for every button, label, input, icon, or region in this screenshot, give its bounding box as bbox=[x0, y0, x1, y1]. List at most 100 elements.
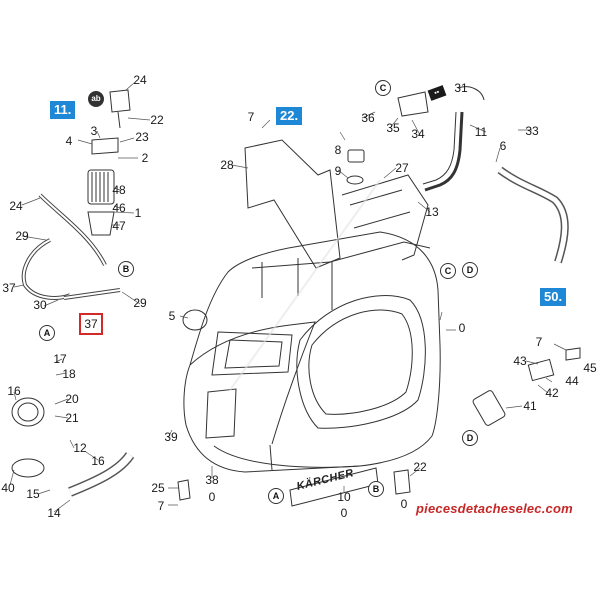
part-number[interactable]: 5 bbox=[168, 309, 176, 323]
cover-panel bbox=[244, 139, 341, 269]
cap-5 bbox=[182, 309, 208, 331]
hose-50 bbox=[497, 166, 569, 264]
part-number[interactable]: 45 bbox=[583, 361, 597, 375]
watermark bbox=[229, 179, 381, 391]
part-number[interactable]: 8 bbox=[334, 143, 342, 157]
part-number[interactable]: 0 bbox=[340, 506, 348, 520]
part-number[interactable]: 37 bbox=[2, 281, 16, 295]
part-number[interactable]: 47 bbox=[112, 219, 126, 233]
part-number[interactable]: 22 bbox=[150, 113, 164, 127]
part-45 bbox=[565, 347, 581, 361]
part-number[interactable]: 30 bbox=[33, 298, 47, 312]
part-number[interactable]: 6 bbox=[499, 139, 507, 153]
part-number[interactable]: 10 bbox=[337, 490, 351, 504]
part-number[interactable]: 23 bbox=[135, 130, 149, 144]
part-44 bbox=[527, 358, 555, 382]
part-number[interactable]: 28 bbox=[220, 158, 234, 172]
filter-stripes bbox=[91, 172, 109, 202]
part-number[interactable]: 4 bbox=[65, 134, 73, 148]
part-number[interactable]: 31 bbox=[454, 81, 468, 95]
section-label-50: 50. bbox=[540, 288, 567, 306]
part-number[interactable]: 2 bbox=[141, 151, 149, 165]
part-number[interactable]: 29 bbox=[133, 296, 147, 310]
part-number[interactable]: 24 bbox=[133, 73, 147, 87]
part-number[interactable]: 24 bbox=[9, 199, 23, 213]
part-number[interactable]: 38 bbox=[205, 473, 219, 487]
part-number[interactable]: 34 bbox=[411, 127, 425, 141]
tank-handle-inner bbox=[224, 339, 283, 369]
hose-left-upper bbox=[38, 193, 107, 266]
callout-C-right: C bbox=[440, 263, 456, 279]
part-number[interactable]: 11 bbox=[474, 125, 488, 139]
part-number[interactable]: 16 bbox=[7, 384, 21, 398]
tank-inner-wall bbox=[261, 258, 333, 310]
tank-side-slot bbox=[205, 388, 237, 439]
hose-50-inner bbox=[498, 167, 568, 263]
callout-ab: ab bbox=[88, 91, 104, 107]
bracket-34 bbox=[397, 91, 429, 117]
part-number[interactable]: 33 bbox=[525, 124, 539, 138]
part-number[interactable]: 0 bbox=[458, 321, 466, 335]
highlight-box-37 bbox=[79, 313, 103, 335]
tank-base bbox=[213, 444, 361, 471]
part-number[interactable]: 1 bbox=[134, 206, 142, 220]
part-number[interactable]: 20 bbox=[65, 392, 79, 406]
callout-D-right: D bbox=[462, 262, 478, 278]
part-8 bbox=[347, 149, 365, 163]
part-number[interactable]: 41 bbox=[523, 399, 537, 413]
tank-body bbox=[183, 231, 441, 473]
part-number[interactable]: 16 bbox=[91, 454, 105, 468]
cover-panel-ribs bbox=[341, 174, 429, 261]
part-number[interactable]: 9 bbox=[334, 164, 342, 178]
part-number[interactable]: 0 bbox=[400, 497, 408, 511]
part-number[interactable]: 46 bbox=[112, 201, 126, 215]
part-41 bbox=[472, 390, 506, 426]
hose-11-outline bbox=[422, 111, 457, 185]
part-number[interactable]: 25 bbox=[151, 481, 165, 495]
part-number[interactable]: 18 bbox=[62, 367, 76, 381]
part-number[interactable]: 15 bbox=[26, 487, 40, 501]
part-number[interactable]: 35 bbox=[386, 121, 400, 135]
hose-left-loop-in bbox=[22, 239, 71, 299]
ring-40 bbox=[11, 458, 45, 478]
callout-A-left: A bbox=[39, 325, 55, 341]
part-number[interactable]: 17 bbox=[53, 352, 67, 366]
filter-cup bbox=[87, 211, 115, 236]
part-number[interactable]: 27 bbox=[395, 161, 409, 175]
cover-panel-ribs-2 bbox=[349, 189, 411, 229]
filter-body bbox=[87, 169, 115, 205]
tank-bulge-inner bbox=[308, 309, 413, 415]
part-number[interactable]: 39 bbox=[164, 430, 178, 444]
hose-left-lower-in bbox=[63, 289, 121, 299]
part-number[interactable]: 29 bbox=[15, 229, 29, 243]
part-number[interactable]: 40 bbox=[1, 481, 15, 495]
part-number[interactable]: 22 bbox=[413, 460, 427, 474]
cable-31 bbox=[457, 86, 485, 101]
valve-23 bbox=[91, 137, 119, 155]
tank-handle-panel bbox=[211, 331, 293, 376]
part-number[interactable]: 36 bbox=[361, 111, 375, 125]
tank-top-rim bbox=[251, 241, 431, 269]
section-label-11: 11. bbox=[50, 101, 76, 119]
part-number[interactable]: 14 bbox=[47, 506, 61, 520]
part-number[interactable]: 13 bbox=[425, 205, 439, 219]
part-number[interactable]: 43 bbox=[513, 354, 527, 368]
part-number[interactable]: 7 bbox=[157, 499, 165, 513]
part-number[interactable]: 3 bbox=[90, 124, 98, 138]
part-number[interactable]: 0 bbox=[208, 490, 216, 504]
tank-bulge bbox=[296, 295, 426, 429]
fitting-22 bbox=[393, 469, 411, 495]
part-number[interactable]: 44 bbox=[565, 374, 579, 388]
part-number[interactable]: 48 bbox=[112, 183, 126, 197]
part-number[interactable]: 21 bbox=[65, 411, 79, 425]
part-number[interactable]: 7 bbox=[535, 335, 543, 349]
part-number[interactable]: 12 bbox=[73, 441, 87, 455]
highlighted-part-number[interactable]: 37 bbox=[84, 317, 98, 331]
pump-16 bbox=[11, 397, 45, 427]
part-number[interactable]: 7 bbox=[247, 110, 255, 124]
website-watermark: piecesdetacheselec.com bbox=[416, 501, 573, 516]
part-number[interactable]: 42 bbox=[545, 386, 559, 400]
hose-14-in bbox=[68, 452, 133, 496]
